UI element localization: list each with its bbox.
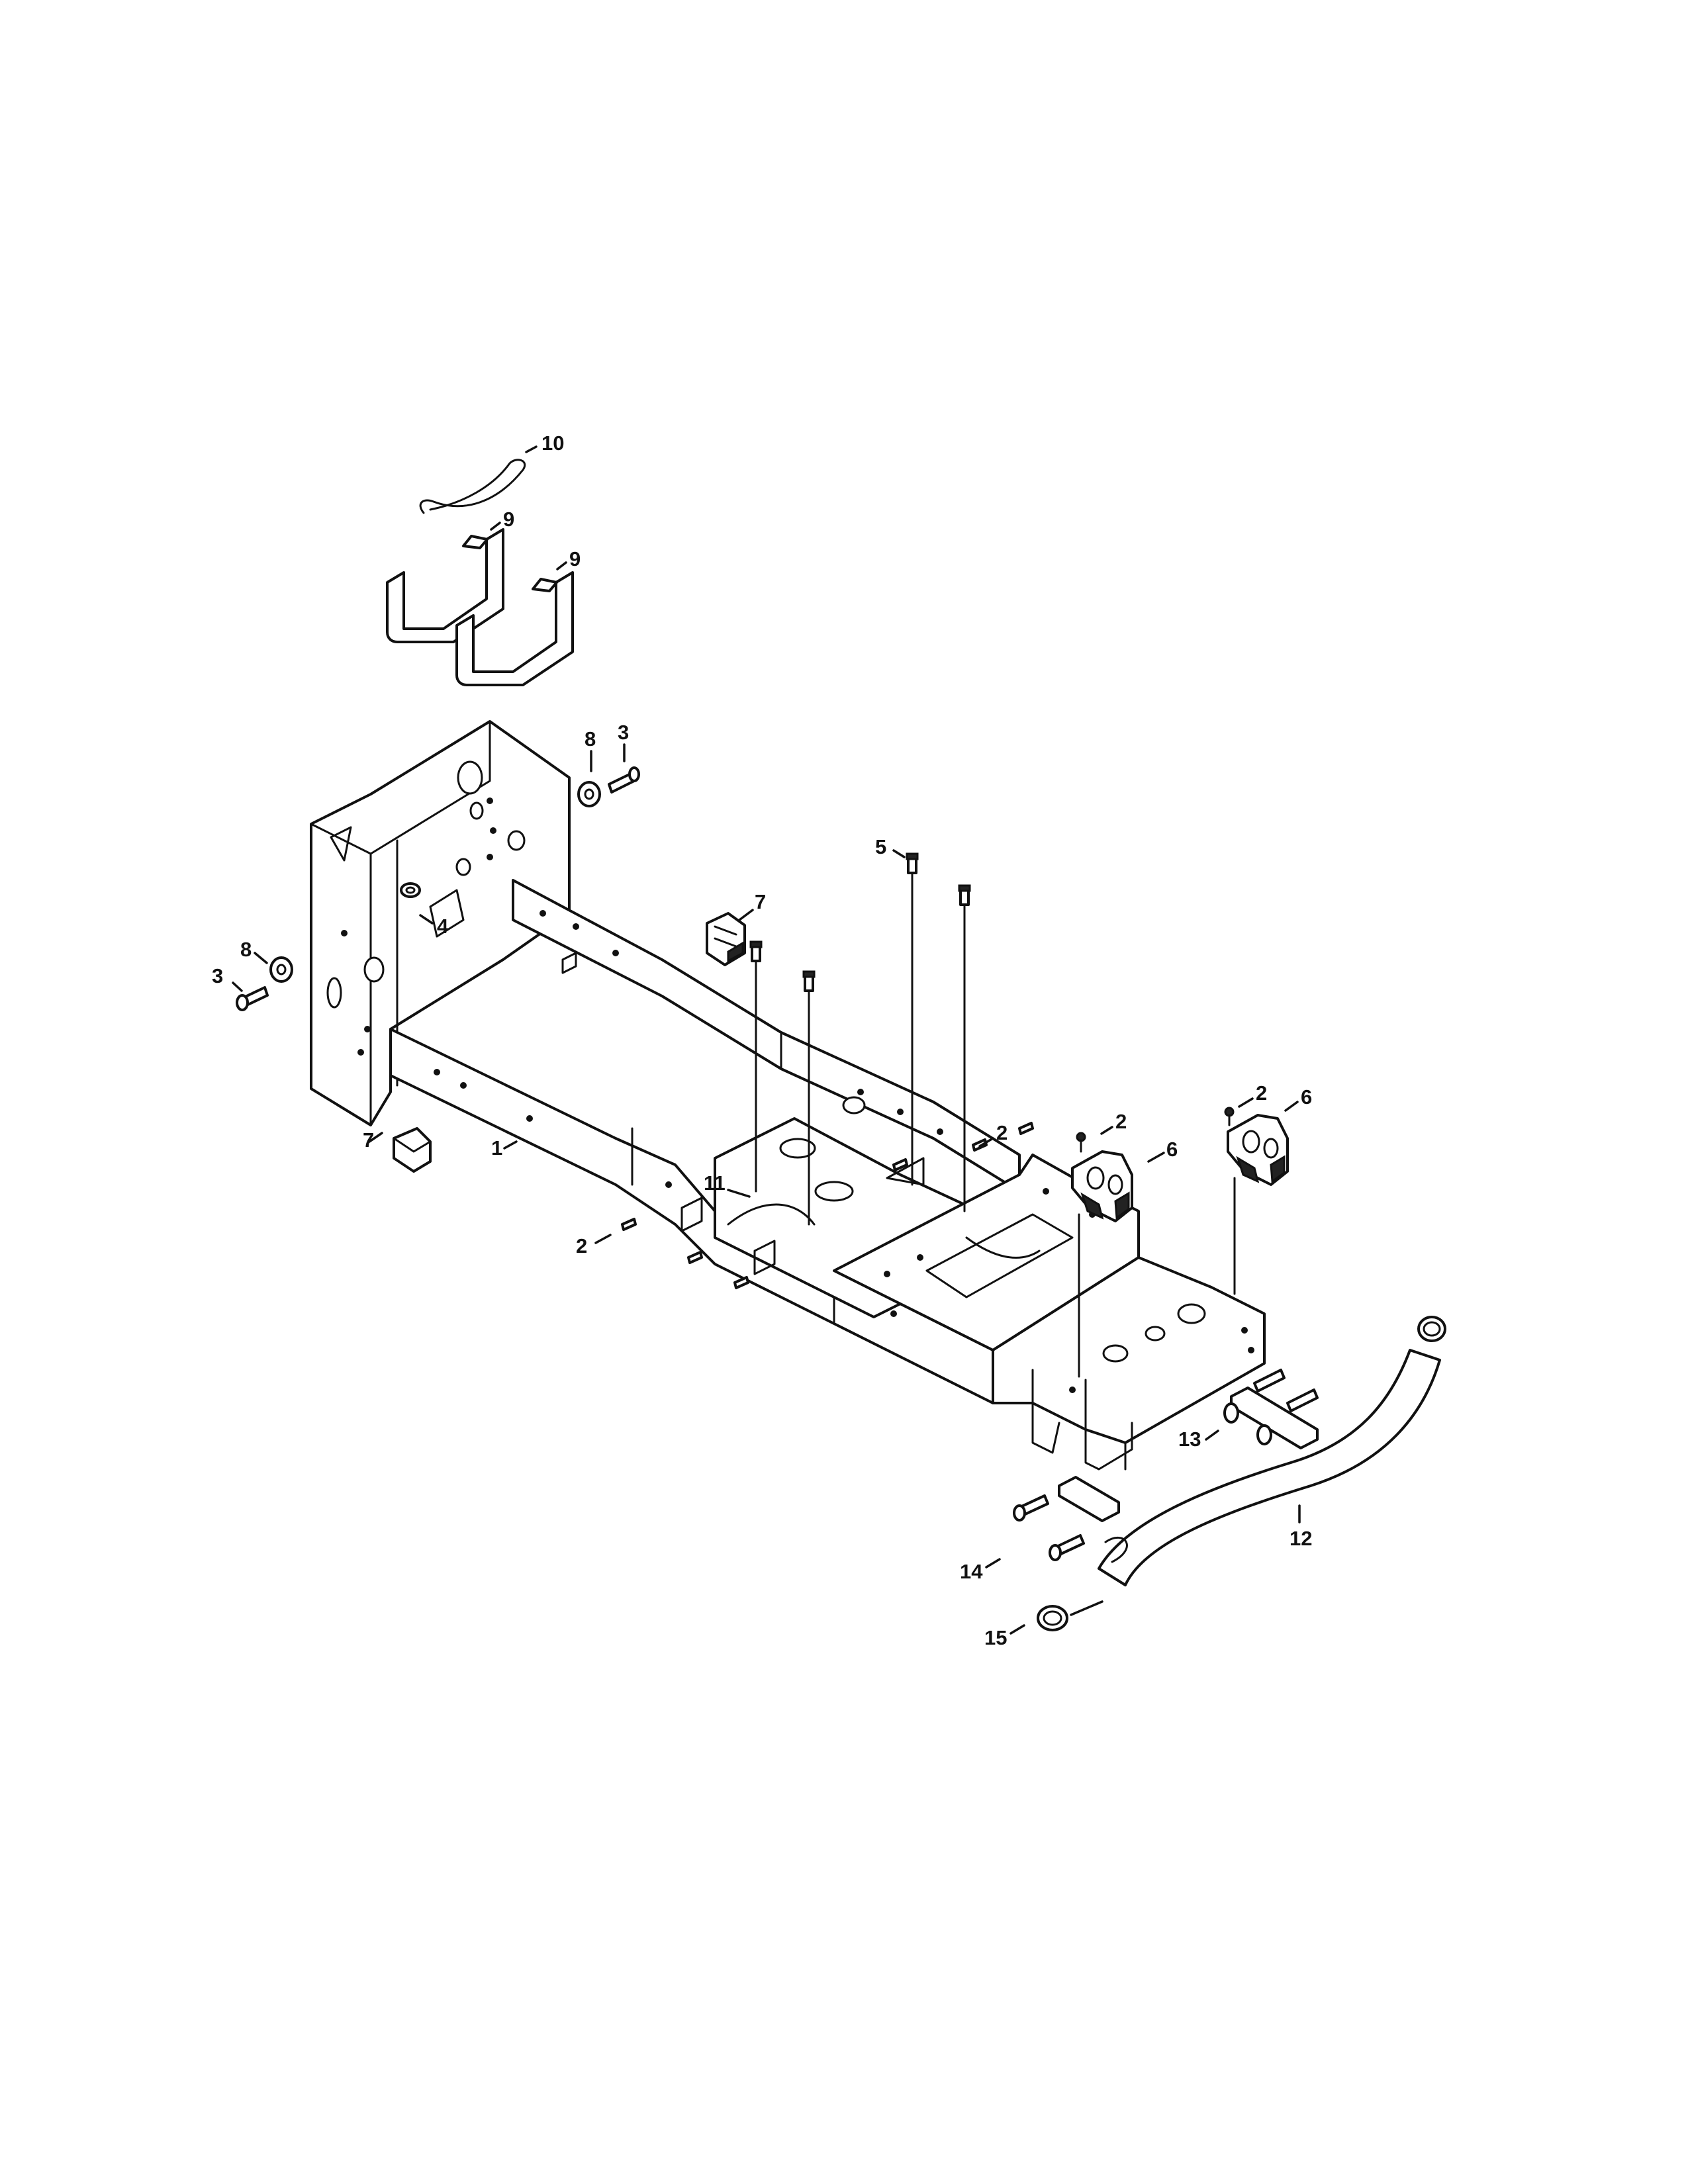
callout-3: 3	[212, 964, 223, 987]
part-5-stud-4	[802, 970, 816, 992]
callout-7: 7	[755, 890, 766, 913]
part-3-bolt-lower	[236, 986, 269, 1011]
part-2-screws	[621, 1107, 1235, 1289]
callout-10: 10	[541, 432, 564, 455]
callout-8: 8	[585, 727, 596, 751]
part-6-casting-center	[1071, 1150, 1133, 1222]
part-10-wire-clip	[419, 459, 526, 514]
part-7-block-upper	[706, 912, 746, 966]
part-5-stud-3	[749, 940, 763, 962]
part-4-grommet	[400, 882, 421, 898]
callout-4: 4	[437, 915, 449, 938]
callout-12: 12	[1289, 1527, 1312, 1550]
callout-7: 7	[363, 1128, 374, 1152]
callout-2: 2	[1115, 1110, 1127, 1133]
part-5-stud-1	[906, 852, 919, 874]
part-3-bolt-upper	[608, 766, 640, 794]
callout-8: 8	[240, 938, 252, 961]
part-6-casting-right	[1227, 1114, 1289, 1186]
part-7-block-lower	[393, 1127, 432, 1173]
callout-2: 2	[576, 1234, 587, 1257]
callout-5: 5	[875, 835, 886, 858]
part-8-bushing-upper	[577, 781, 601, 807]
callout-2: 2	[996, 1121, 1008, 1144]
leader-lines	[232, 445, 1301, 1635]
callout-14: 14	[960, 1560, 983, 1583]
part-12-front-bumper	[1058, 1349, 1441, 1586]
callout-6: 6	[1301, 1085, 1312, 1109]
callout-13: 13	[1178, 1428, 1201, 1451]
part-8-bushing-lower	[269, 956, 293, 983]
part-15-end-cap-lower	[1037, 1605, 1068, 1631]
part-13-bolts	[1253, 1369, 1319, 1412]
part-9-bracket-right	[455, 571, 574, 686]
part-5-stud-2	[958, 884, 971, 906]
callout-11: 11	[704, 1171, 726, 1195]
assembly-lines	[755, 872, 1236, 1378]
callout-9: 9	[503, 508, 514, 531]
part-15-end-cap-upper	[1417, 1316, 1446, 1342]
callout-2: 2	[1256, 1081, 1267, 1105]
part-1-main-frame	[310, 720, 1266, 1471]
callout-labels: 10 9 9 3 8 8 3 4 5 7 7 1 11 2 2 2 6 6 2 …	[212, 432, 1312, 1649]
part-9-bracket-left	[386, 528, 504, 643]
callout-6: 6	[1166, 1138, 1178, 1161]
callout-15: 15	[984, 1626, 1007, 1649]
part-14-bolts	[1013, 1494, 1085, 1561]
callout-3: 3	[618, 721, 629, 744]
callout-1: 1	[491, 1136, 502, 1160]
callout-9: 9	[569, 547, 581, 570]
